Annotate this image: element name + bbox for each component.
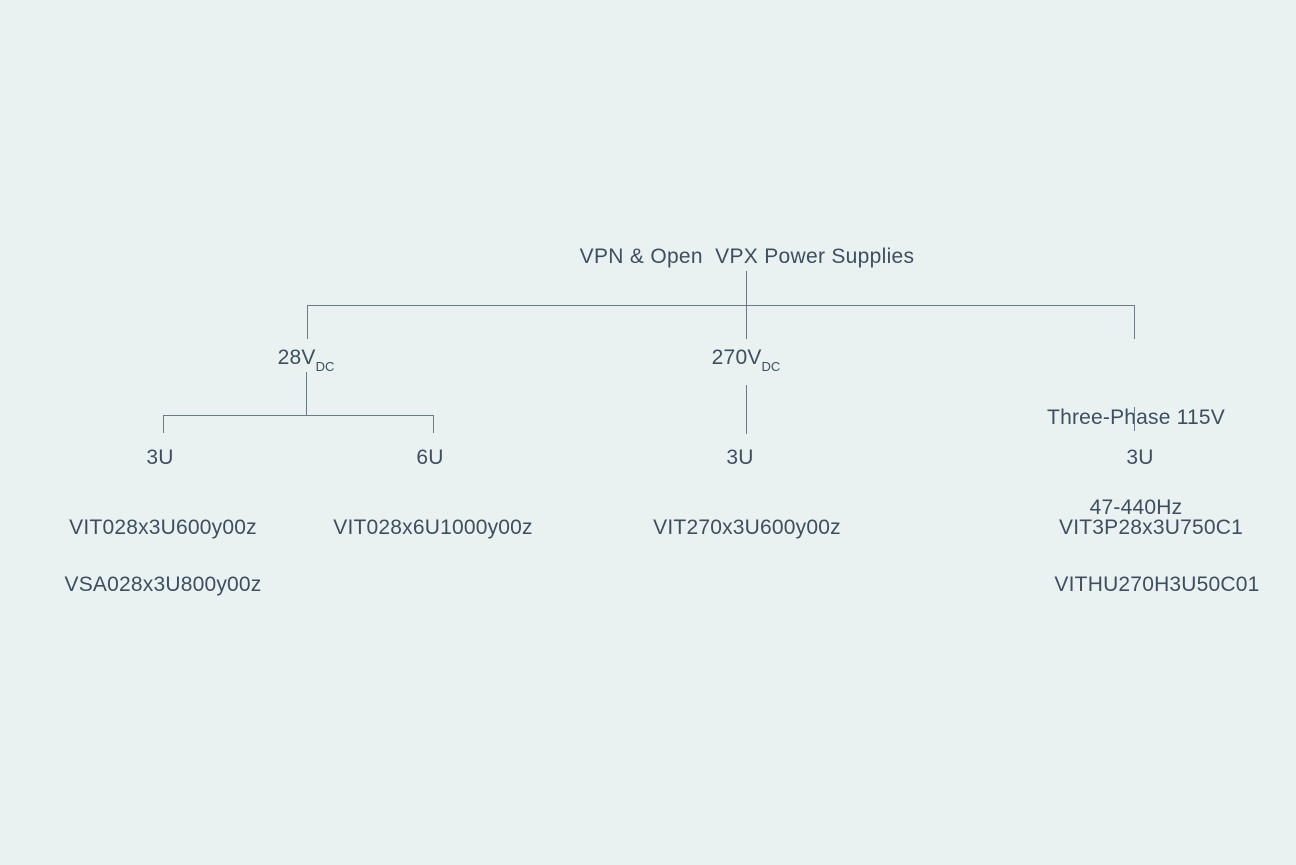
connector-title-drop: [746, 271, 747, 305]
connector-drop-28vdc: [307, 305, 308, 339]
branch-label-threephase-line1: Three-Phase 115V: [1047, 406, 1225, 429]
branch-label-28vdc-main: 28V: [277, 346, 316, 369]
unit-label-threephase-3u: 3U: [1126, 446, 1154, 469]
connector-drop-270vdc-3u: [746, 385, 747, 434]
unit-label-28vdc-3u: 3U: [146, 446, 174, 469]
part-number: VITHU270H3U50C01: [1054, 573, 1260, 596]
branch-label-28vdc-subscript: DC: [315, 359, 335, 374]
branch-label-threephase-line2: 47-440Hz: [1089, 496, 1183, 519]
branch-label-threephase: Three-Phase 115V 47-440Hz: [1047, 343, 1225, 583]
connector-28vdc-drop: [306, 372, 307, 415]
part-number: VIT3P28x3U750C1: [1059, 516, 1243, 539]
unit-label-270vdc-3u: 3U: [726, 446, 754, 469]
part-number: VIT270x3U600y00z: [653, 516, 841, 539]
part-number: VSA028x3U800y00z: [64, 573, 262, 596]
connector-drop-28vdc-6u: [433, 415, 434, 433]
connector-drop-28vdc-3u: [163, 415, 164, 433]
connector-drop-threephase: [1134, 305, 1135, 339]
part-number: VIT028x3U600y00z: [69, 516, 257, 539]
unit-label-28vdc-6u: 6U: [416, 446, 444, 469]
branch-label-270vdc: 270VDC: [712, 344, 781, 376]
branch-label-270vdc-subscript: DC: [761, 359, 781, 374]
connector-28vdc-rail: [163, 415, 434, 416]
connector-drop-threephase-3u: [1134, 407, 1135, 431]
connector-drop-270vdc: [746, 305, 747, 339]
branch-label-28vdc: 28VDC: [278, 344, 335, 376]
part-number: VIT028x6U1000y00z: [333, 516, 533, 539]
connector-top-rail: [307, 305, 1135, 306]
branch-label-270vdc-main: 270V: [711, 346, 762, 369]
chart-title: VPN & Open VPX Power Supplies: [579, 245, 915, 268]
